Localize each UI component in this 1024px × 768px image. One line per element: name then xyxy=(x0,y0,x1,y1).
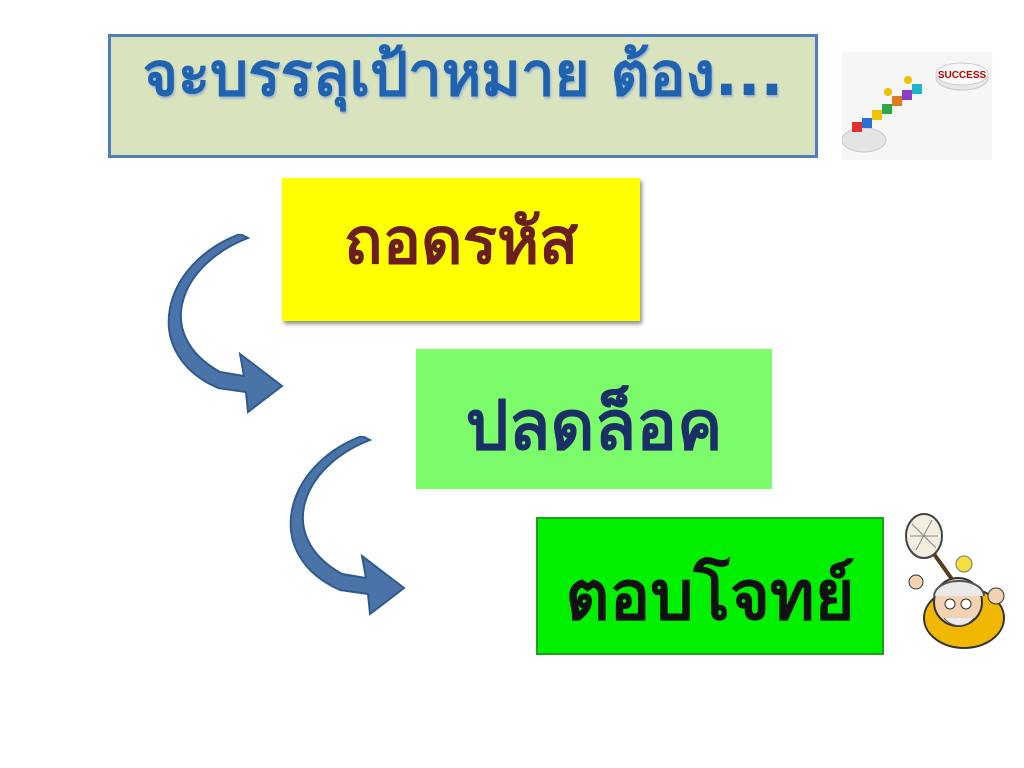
old-man-net-image xyxy=(905,513,1005,649)
curved-arrow-1 xyxy=(167,234,284,414)
slide-title: จะบรรลุเป้าหมาย ต้อง... xyxy=(142,40,784,110)
curved-arrow-2 xyxy=(289,436,406,616)
success-sign-text: SUCCESS xyxy=(938,70,987,81)
step-decode-box: ถอดรหัส xyxy=(282,178,640,321)
success-image: SUCCESS xyxy=(842,52,992,160)
step-decode-label: ถอดรหัส xyxy=(343,205,579,279)
step-answer-label: ตอบโจทย์ xyxy=(565,557,855,636)
step-unlock-label: ปลดล็อค xyxy=(465,387,723,466)
step-unlock-box: ปลดล็อค xyxy=(416,349,772,489)
title-box: จะบรรลุเป้าหมาย ต้อง... xyxy=(108,34,818,158)
step-answer-box: ตอบโจทย์ xyxy=(536,517,884,655)
